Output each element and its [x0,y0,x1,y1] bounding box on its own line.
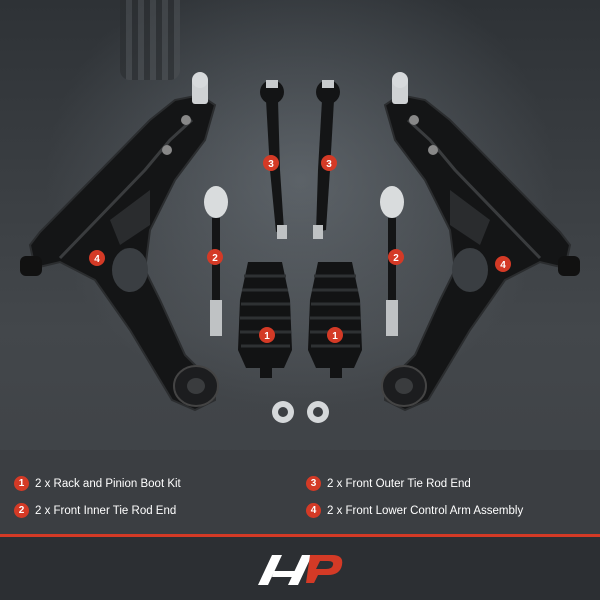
legend-badge: 2 [14,503,29,518]
marker-4-right: 4 [495,256,511,272]
marker-3-right: 3 [321,155,337,171]
legend-text: 2 x Front Inner Tie Rod End [35,504,177,517]
parts-legend [0,450,600,535]
legend-text: 2 x Front Outer Tie Rod End [327,477,471,490]
legend-item-2: 2 2 x Front Inner Tie Rod End [14,503,176,518]
legend-item-3: 3 2 x Front Outer Tie Rod End [306,476,471,491]
boot-clamps [272,401,329,423]
svg-text:2: 2 [212,253,218,264]
marker-2-right: 2 [388,249,404,265]
svg-text:3: 3 [268,159,274,170]
legend-text: 2 x Rack and Pinion Boot Kit [35,477,181,490]
parts-illustration: 1 1 2 2 3 3 4 4 [20,72,580,423]
legend-item-4: 4 2 x Front Lower Control Arm Assembly [306,503,523,518]
svg-text:3: 3 [326,159,332,170]
marker-4-left: 4 [89,250,105,266]
marker-1-right: 1 [327,327,343,343]
marker-2-left: 2 [207,249,223,265]
brand-logo-icon [258,555,343,585]
background-coil-strut [120,0,180,80]
legend-badge: 1 [14,476,29,491]
svg-text:1: 1 [332,331,338,342]
accent-divider [0,534,600,537]
svg-text:4: 4 [94,254,100,265]
left-inner-tie-rod-end [204,186,228,336]
legend-text: 2 x Front Lower Control Arm Assembly [327,504,524,517]
legend-badge: 4 [306,503,321,518]
left-rack-boot [238,262,292,378]
marker-1-left: 1 [259,327,275,343]
svg-text:2: 2 [393,253,399,264]
right-inner-tie-rod-end [380,186,404,336]
left-control-arm [20,72,219,412]
svg-text:4: 4 [500,260,506,271]
marker-3-left: 3 [263,155,279,171]
legend-badge: 3 [306,476,321,491]
svg-text:1: 1 [264,331,270,342]
right-control-arm [381,72,580,412]
legend-item-1: 1 2 x Rack and Pinion Boot Kit [14,476,181,491]
right-rack-boot [308,262,362,378]
